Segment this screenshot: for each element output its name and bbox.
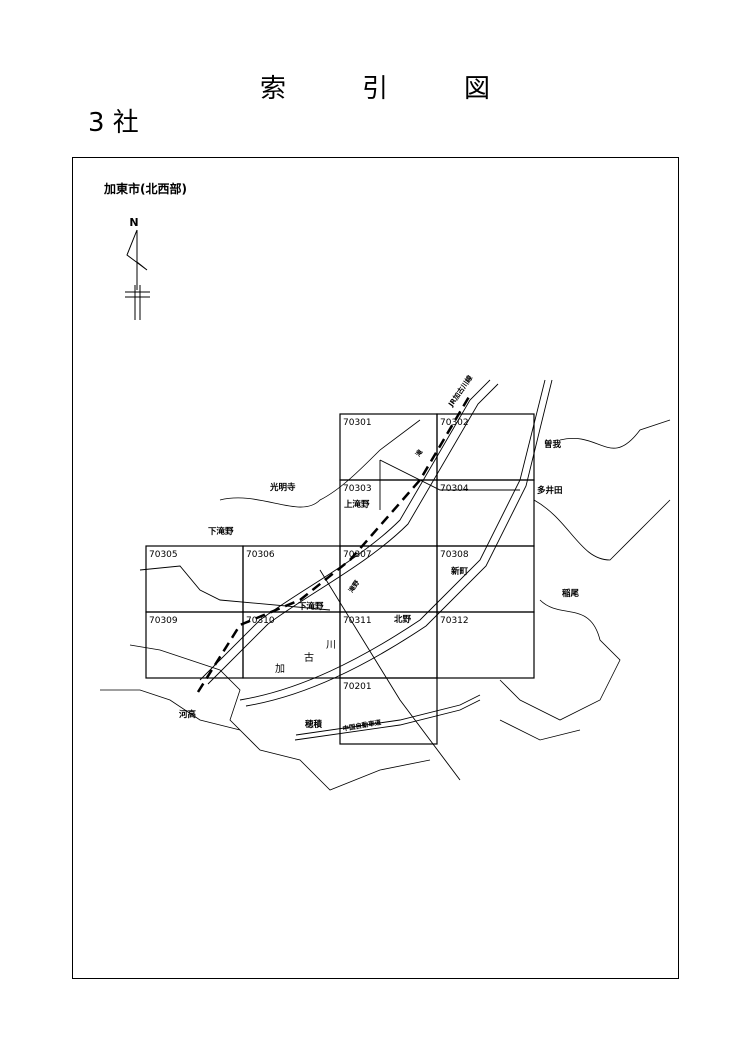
railway-label: JR加古川線 xyxy=(446,373,475,408)
title-char: 引 xyxy=(361,74,388,104)
cell-id-label: 70308 xyxy=(440,550,469,560)
cell-id-label: 70306 xyxy=(246,550,275,560)
north-label: N xyxy=(129,216,138,229)
grid-cell[interactable] xyxy=(436,611,535,679)
river-label: 川 xyxy=(326,640,336,651)
cell-id-label: 70304 xyxy=(440,484,469,494)
place-label: 下滝野 xyxy=(208,526,234,537)
cell-id-label: 70310 xyxy=(246,616,275,626)
railway-line xyxy=(196,394,472,693)
place-label: 下滝野 xyxy=(298,601,324,612)
place-labels: 曽我 多井田 光明寺 上滝野 下滝野 下滝野 新町 稲尾 北野 河高 穂積 加 … xyxy=(179,373,580,732)
cell-id-label: 70302 xyxy=(440,418,469,428)
place-label: 河高 xyxy=(179,709,197,720)
roads xyxy=(139,379,553,781)
place-label: 曽我 xyxy=(544,439,562,450)
river-label: 古 xyxy=(304,651,314,664)
place-label: 多井田 xyxy=(537,485,563,496)
grid-cell[interactable] xyxy=(339,677,438,745)
place-label: 光明寺 xyxy=(269,482,296,493)
north-arrow-icon: N xyxy=(125,216,150,320)
place-label: 穂積 xyxy=(305,719,323,730)
terrain-lines xyxy=(100,419,671,791)
cell-id-label: 70303 xyxy=(343,484,372,494)
place-label: 稲尾 xyxy=(562,588,580,599)
place-label: 北野 xyxy=(394,614,412,625)
place-label: 上滝野 xyxy=(344,499,370,510)
cell-id-label: 70305 xyxy=(149,550,178,560)
grid-cells: 70301 70302 70303 70304 70305 70306 70307 70308… xyxy=(145,413,535,745)
page-title: 索引図 xyxy=(0,68,750,105)
cell-id-label: 70311 xyxy=(343,616,372,626)
title-char: 図 xyxy=(464,74,491,104)
section-number: 3 社 xyxy=(88,108,139,138)
cell-id-label: 70201 xyxy=(343,682,372,692)
cell-id-label: 70307 xyxy=(343,550,372,560)
station-label: 滝野 xyxy=(346,578,361,594)
title-char: 索 xyxy=(259,74,286,104)
area-label: 加東市(北西部) xyxy=(104,182,187,196)
station-label: 滝 xyxy=(413,447,424,458)
cell-id-label: 70312 xyxy=(440,616,469,626)
river-label: 加 xyxy=(275,663,285,675)
map-frame xyxy=(72,157,679,979)
cell-id-label: 70301 xyxy=(343,418,372,428)
place-label: 新町 xyxy=(451,566,469,577)
cell-id-label: 70309 xyxy=(149,616,178,626)
